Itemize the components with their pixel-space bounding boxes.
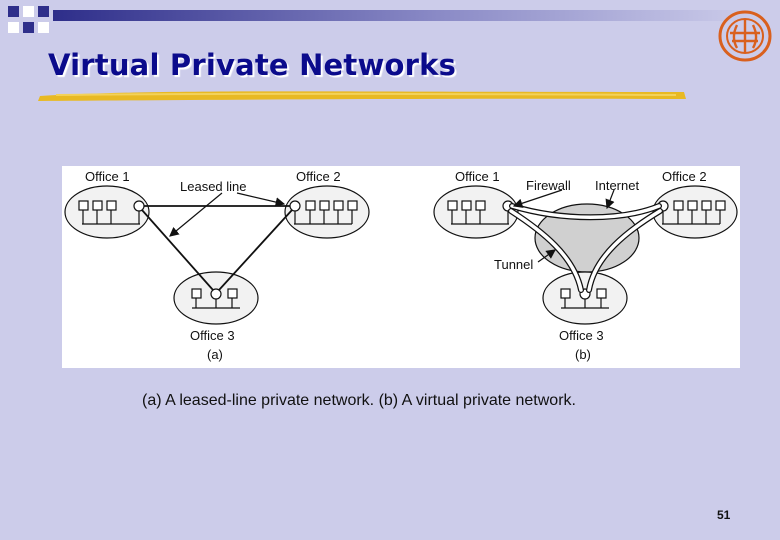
slide-title: Virtual Private Networks [48, 48, 457, 82]
figure-caption: (a) A leased-line private network. (b) A… [142, 392, 576, 409]
office1-site-b [433, 185, 519, 239]
sub-label-b: (b) [575, 347, 591, 362]
office1-label-b: Office 1 [455, 169, 500, 184]
office2-site-b [652, 185, 738, 239]
office3-label-a: Office 3 [190, 328, 235, 343]
page-number: 51 [717, 508, 731, 522]
header-decoration [8, 6, 753, 33]
logo-emblem-icon [718, 10, 772, 62]
title-underline [38, 91, 686, 101]
office2-label-a: Office 2 [296, 169, 341, 184]
vpn-diagram [64, 185, 738, 325]
vpn-figure: Office 1 Office 2 Leased line Office 3 (… [62, 166, 740, 368]
office2-label-b: Office 2 [662, 169, 707, 184]
office1-label-a: Office 1 [85, 169, 130, 184]
office1-site-a [64, 185, 150, 239]
office2-site-a [284, 185, 370, 239]
firewall-label: Firewall [526, 178, 571, 193]
office3-label-b: Office 3 [559, 328, 604, 343]
sub-label-a: (a) [207, 347, 223, 362]
tunnel-label: Tunnel [494, 257, 534, 272]
internet-label: Internet [595, 178, 640, 193]
leased-line-label: Leased line [180, 179, 247, 194]
